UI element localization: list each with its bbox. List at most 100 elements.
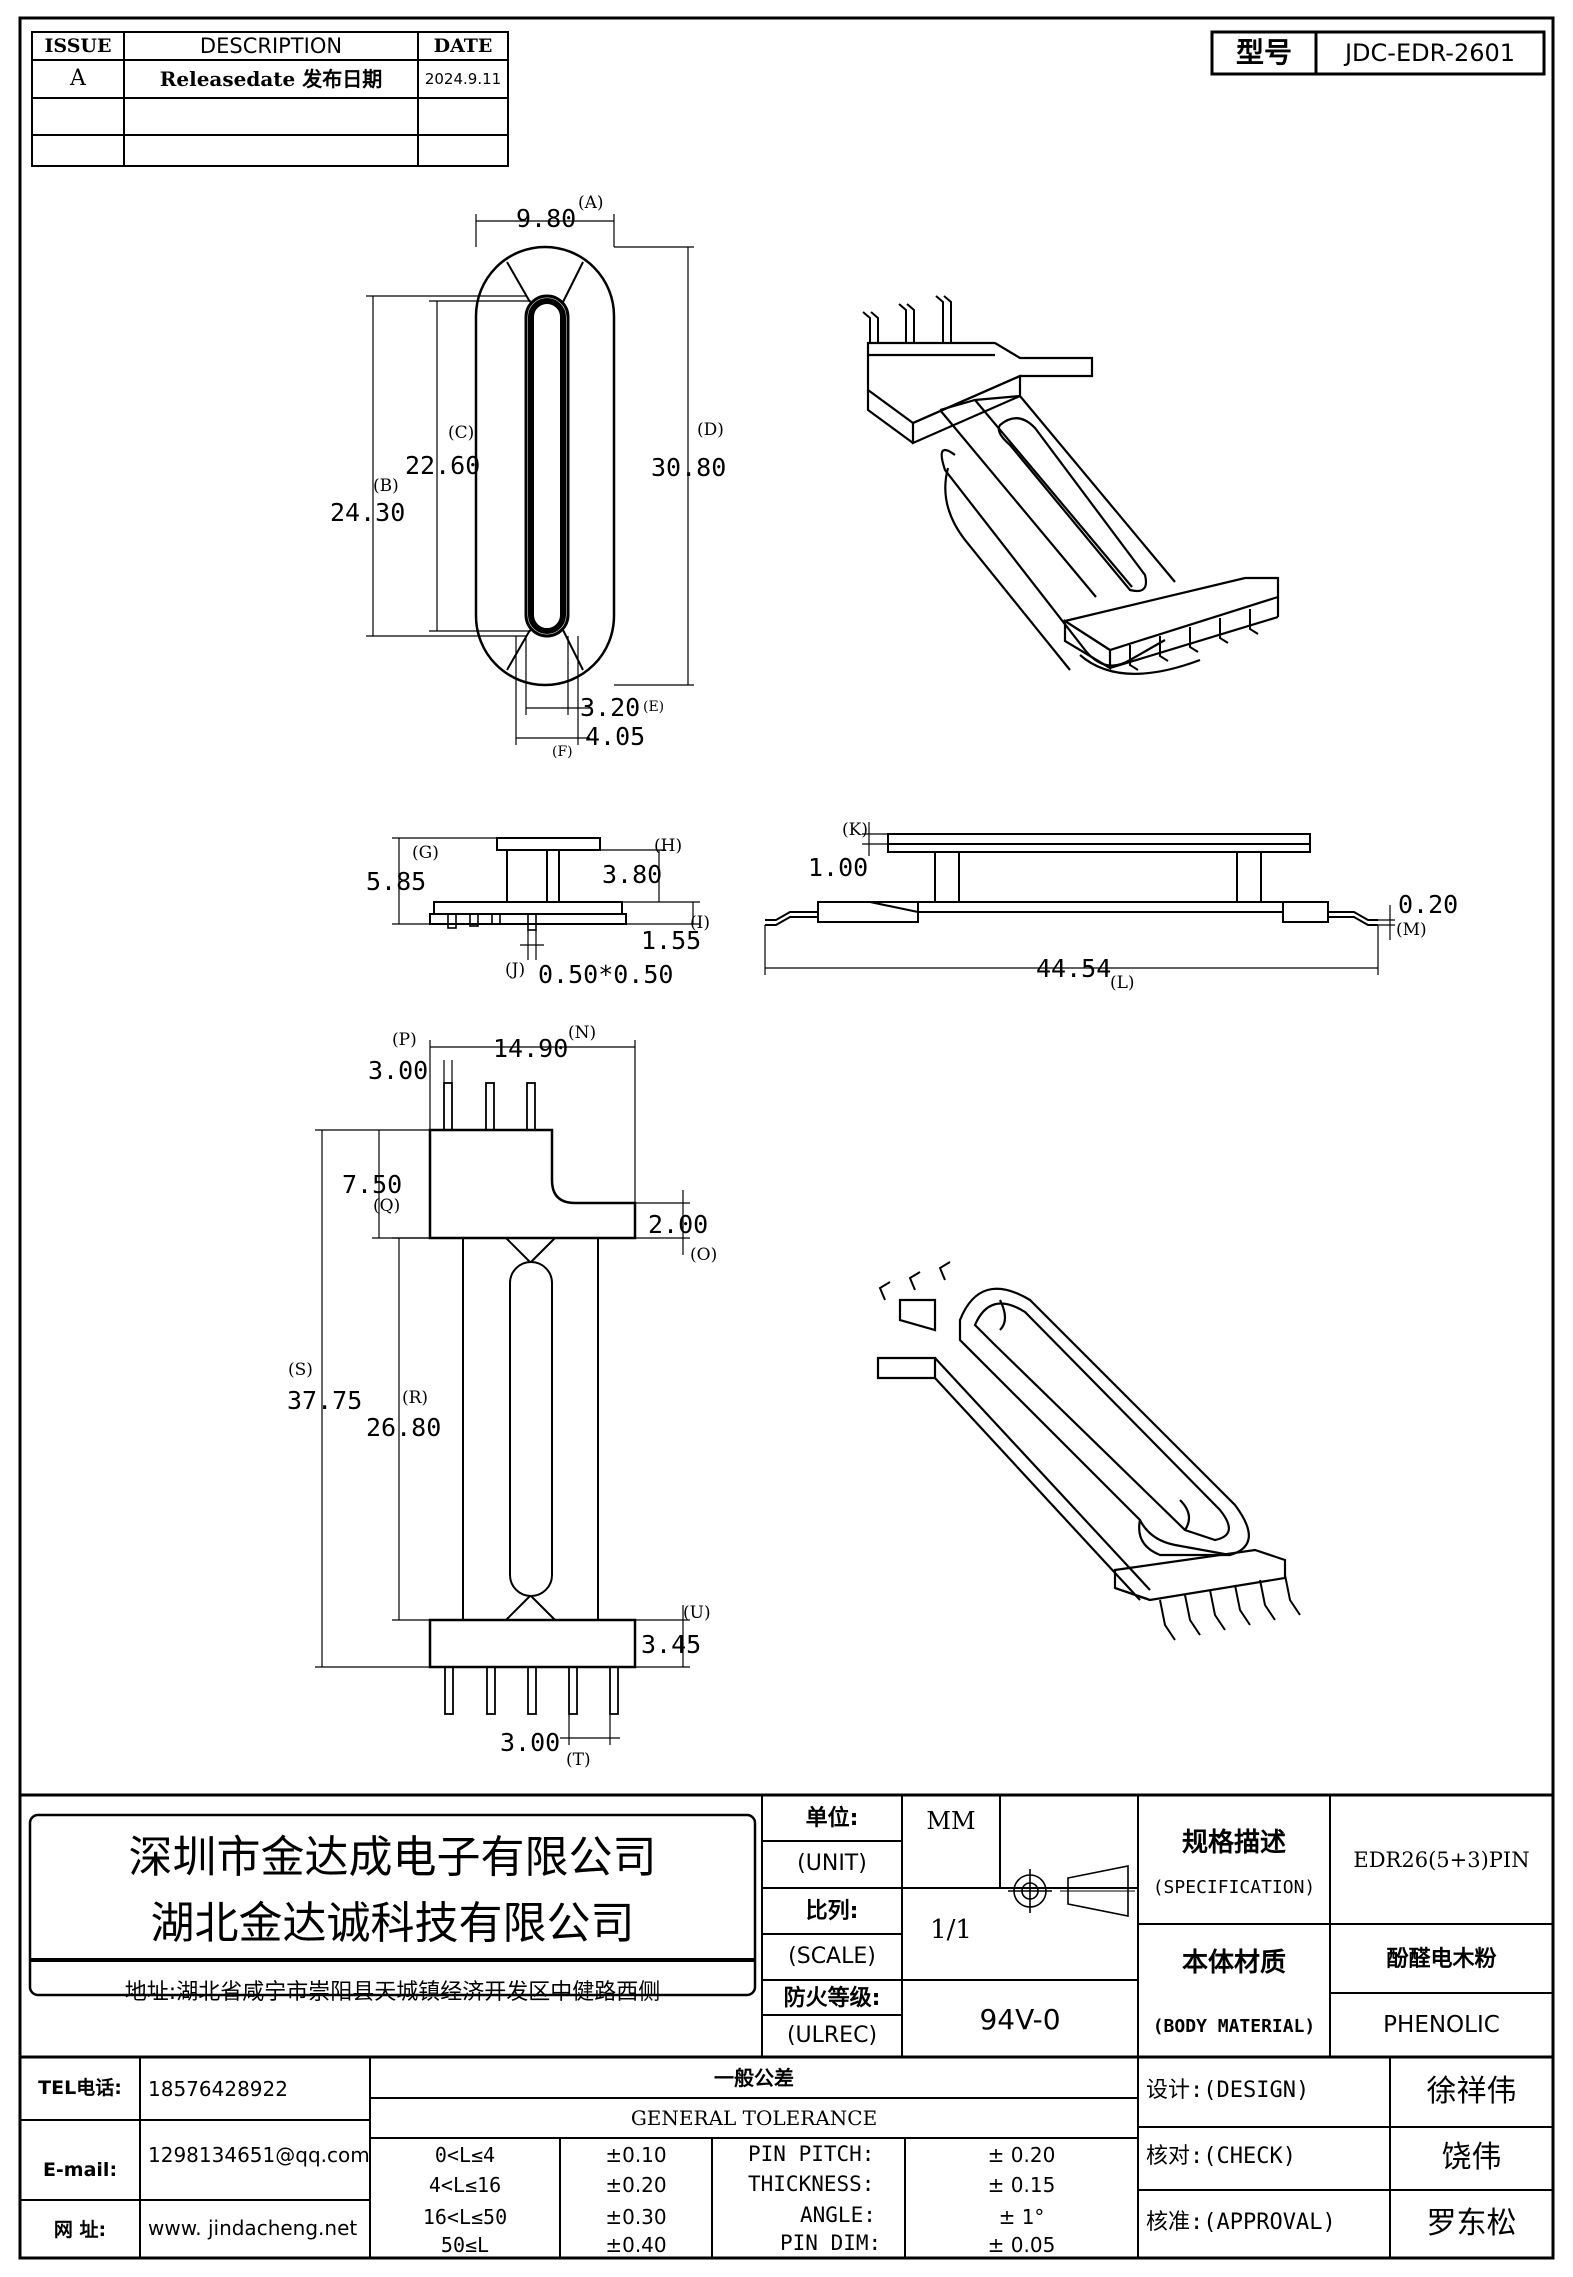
tol-item-value-4: ± 0.05 xyxy=(987,2233,1056,2257)
dim-l-value: 44.54 xyxy=(1036,954,1112,983)
tol-value-3: ±0.30 xyxy=(605,2205,667,2229)
model-label: 型号 xyxy=(1235,36,1292,69)
unit-value: MM xyxy=(926,1807,976,1835)
revision-table-lines xyxy=(31,31,509,167)
projection-symbol-icon xyxy=(1008,1865,1135,1917)
title-block-lines xyxy=(20,1793,1553,2258)
tolerance-title-en: GENERAL TOLERANCE xyxy=(630,2106,878,2130)
dim-d-tag: (D) xyxy=(697,420,724,440)
unit-label-en: (UNIT) xyxy=(797,1851,867,1876)
iso-view-top xyxy=(862,295,1280,675)
model-number: JDC-EDR-2601 xyxy=(1344,39,1516,67)
dim-h-value: 3.80 xyxy=(602,860,663,889)
dim-f-value: 4.05 xyxy=(585,722,646,751)
email-label: E-mail: xyxy=(42,2158,118,2181)
tel-value: 18576428922 xyxy=(148,2077,288,2101)
dim-q-tag: (Q) xyxy=(373,1196,401,1216)
dim-t-tag: (T) xyxy=(566,1750,591,1770)
check-value: 饶伟 xyxy=(1441,2140,1502,2175)
scale-value: 1/1 xyxy=(930,1915,972,1945)
dim-r-tag: (R) xyxy=(402,1388,429,1408)
website-label: 网 址: xyxy=(53,2218,107,2241)
dim-g-value: 5.85 xyxy=(366,867,427,896)
rev-header-date: DATE xyxy=(433,35,493,57)
dim-i-tag: (I) xyxy=(690,913,710,933)
tol-item-value-3: ± 1° xyxy=(998,2205,1045,2229)
company-name-shenzhen: 深圳市金达成电子有限公司 xyxy=(128,1831,657,1883)
tol-item-value-1: ± 0.20 xyxy=(987,2143,1056,2167)
design-value: 徐祥伟 xyxy=(1426,2074,1517,2109)
tol-value-4: ±0.40 xyxy=(605,2233,667,2257)
website-value: www. jindacheng.net xyxy=(148,2216,358,2240)
dim-s-value: 37.75 xyxy=(287,1386,363,1415)
dim-u-tag: (U) xyxy=(683,1603,711,1623)
dim-g-tag: (G) xyxy=(412,843,439,863)
material-label: 本体材质 xyxy=(1181,1948,1286,1978)
fire-rating-value: 94V-0 xyxy=(979,2003,1061,2036)
model-box-lines xyxy=(1210,30,1546,76)
dim-t-value: 3.00 xyxy=(500,1728,561,1757)
dim-h-tag: (H) xyxy=(654,836,683,856)
bottom-view-drawing xyxy=(315,1040,690,1745)
dim-s-tag: (S) xyxy=(288,1360,313,1380)
dim-o-value: 2.00 xyxy=(648,1210,709,1239)
dim-o-tag: (O) xyxy=(690,1245,718,1265)
dim-i-value: 1.55 xyxy=(641,926,702,955)
dim-b-tag: (B) xyxy=(373,476,399,496)
rev-row-issue: A xyxy=(70,66,86,91)
side-view-long xyxy=(764,822,1395,975)
dim-k-tag: (K) xyxy=(842,820,868,840)
dim-e-tag: (E) xyxy=(643,699,665,715)
dim-k-value: 1.00 xyxy=(808,853,869,882)
approval-label: 核准:(APPROVAL) xyxy=(1146,2210,1336,2235)
dim-n-tag: (N) xyxy=(568,1023,597,1043)
dim-p-value: 3.00 xyxy=(368,1056,429,1085)
dim-c-tag: (C) xyxy=(448,423,475,443)
material-label-en: (BODY MATERIAL) xyxy=(1152,2016,1316,2037)
tol-item-value-2: ± 0.15 xyxy=(987,2173,1056,2197)
dim-r-value: 26.80 xyxy=(366,1413,442,1442)
tol-range-1: 0<L≤4 xyxy=(434,2143,496,2167)
rev-header-issue: ISSUE xyxy=(44,35,112,57)
scale-label: 比列: xyxy=(805,1899,859,1924)
fire-rating-label-en: (ULREC) xyxy=(786,2023,878,2048)
tol-value-1: ±0.10 xyxy=(605,2143,667,2167)
tol-item-4: PIN DIM: xyxy=(780,2231,882,2255)
company-name-hubei: 湖北金达诚科技有限公司 xyxy=(150,1897,635,1949)
dim-l-tag: (L) xyxy=(1110,973,1135,993)
company-address: 地址:湖北省咸宁市崇阳县天城镇经济开发区中健路西侧 xyxy=(124,1980,661,2005)
dim-b-value: 24.30 xyxy=(330,498,406,527)
material-value-en: PHENOLIC xyxy=(1383,2011,1500,2038)
dim-a-value: 9.80 xyxy=(516,204,577,233)
tol-item-2: THICKNESS: xyxy=(748,2172,875,2196)
dim-m-value: 0.20 xyxy=(1398,890,1459,919)
unit-label: 单位: xyxy=(805,1806,859,1831)
rev-header-description: DESCRIPTION xyxy=(199,34,343,58)
approval-value: 罗东松 xyxy=(1426,2206,1517,2241)
spec-label: 规格描述 xyxy=(1181,1828,1286,1858)
dim-f-tag: (F) xyxy=(552,744,573,760)
spec-value: EDR26(5+3)PIN xyxy=(1353,1847,1530,1872)
dim-d-value: 30.80 xyxy=(651,453,727,482)
tol-range-2: 4<L≤16 xyxy=(428,2173,502,2197)
rev-row-date: 2024.9.11 xyxy=(424,69,502,88)
email-value: 1298134651@qq.com xyxy=(148,2143,370,2167)
iso-view-bottom xyxy=(876,1261,1301,1641)
dim-p-tag: (P) xyxy=(392,1030,417,1050)
tol-value-2: ±0.20 xyxy=(605,2173,667,2197)
dim-a-tag: (A) xyxy=(578,193,604,213)
rev-row-description: Releasedate 发布日期 xyxy=(159,67,383,91)
dim-q-value: 7.50 xyxy=(342,1170,403,1199)
material-value-cn: 酚醛电木粉 xyxy=(1386,1947,1497,1972)
fire-rating-label: 防火等级: xyxy=(783,1986,881,2011)
dim-n-value: 14.90 xyxy=(493,1034,569,1063)
tolerance-title-cn: 一般公差 xyxy=(714,2066,794,2090)
side-view-small xyxy=(392,837,700,960)
tel-label: TEL电话: xyxy=(38,2076,122,2099)
spec-label-en: (SPECIFICATION) xyxy=(1152,1877,1316,1898)
dim-j-tag: (J) xyxy=(505,960,526,980)
check-label: 核对:(CHECK) xyxy=(1146,2144,1296,2169)
scale-label-en: (SCALE) xyxy=(788,1944,876,1969)
tol-item-3: ANGLE: xyxy=(800,2203,876,2227)
